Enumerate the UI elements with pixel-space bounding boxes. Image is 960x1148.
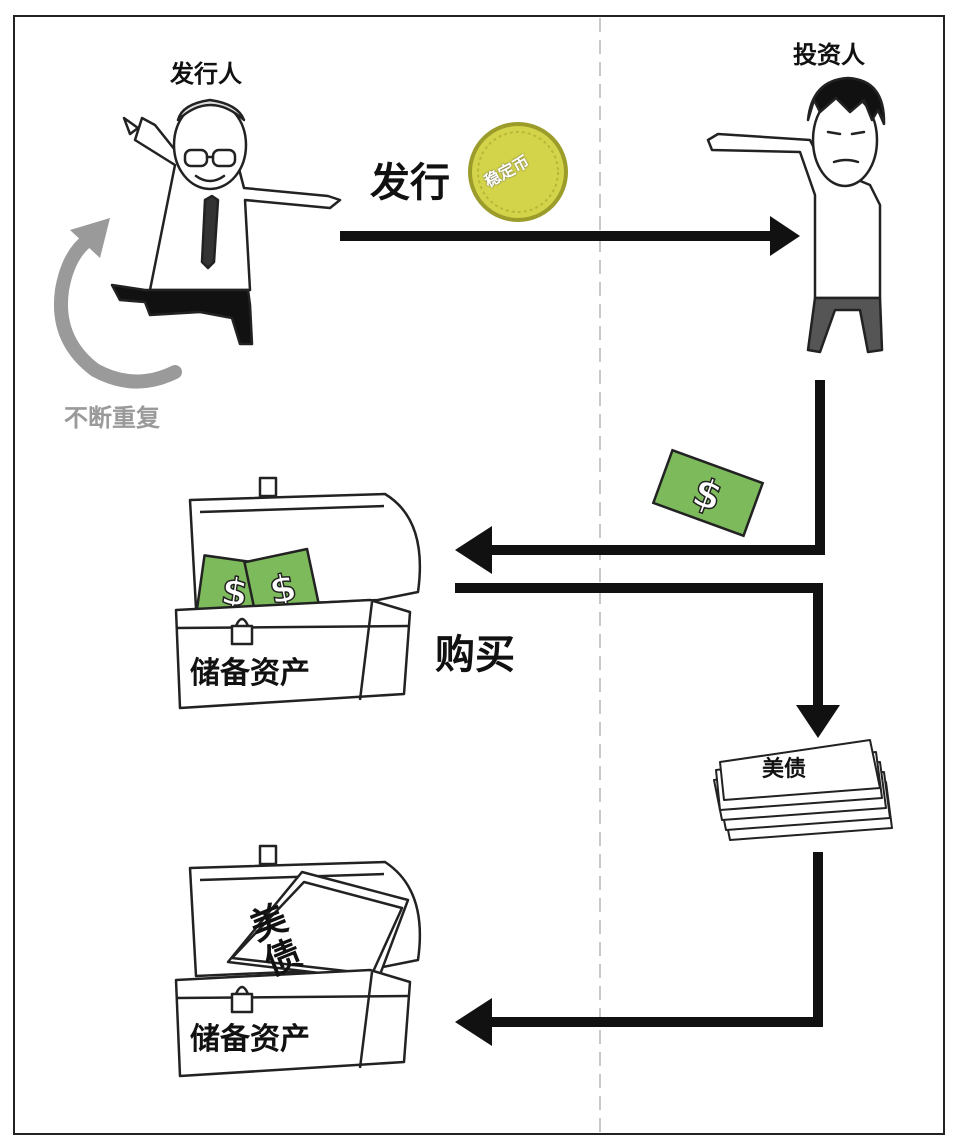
purchase-arrow (455, 583, 840, 738)
issuer-figure (110, 98, 342, 346)
investor-label: 投资人 (793, 41, 865, 69)
repeat-arrow (54, 218, 182, 389)
issuer-label: 发行人 (170, 60, 242, 88)
frame-border (13, 15, 945, 1135)
treasuries-stack-label: 美债 (762, 757, 807, 782)
document-stack-icon (713, 739, 893, 841)
cash-bill-icon: $ (651, 448, 765, 538)
coin-icon (468, 122, 568, 222)
custody-arrow (455, 852, 823, 1046)
investor-figure (706, 76, 886, 354)
treasure-chest-icon: $ $ (174, 476, 422, 710)
payment-arrow (455, 380, 825, 574)
reserve-assets-label-top: 储备资产 (190, 656, 310, 691)
treasure-chest-icon (174, 844, 422, 1078)
issue-label: 发行 (370, 160, 450, 206)
issue-arrow (340, 216, 800, 256)
reserve-assets-label-bottom: 储备资产 (190, 1022, 310, 1057)
buy-label: 购买 (435, 632, 515, 678)
repeat-label: 不断重复 (64, 404, 160, 432)
